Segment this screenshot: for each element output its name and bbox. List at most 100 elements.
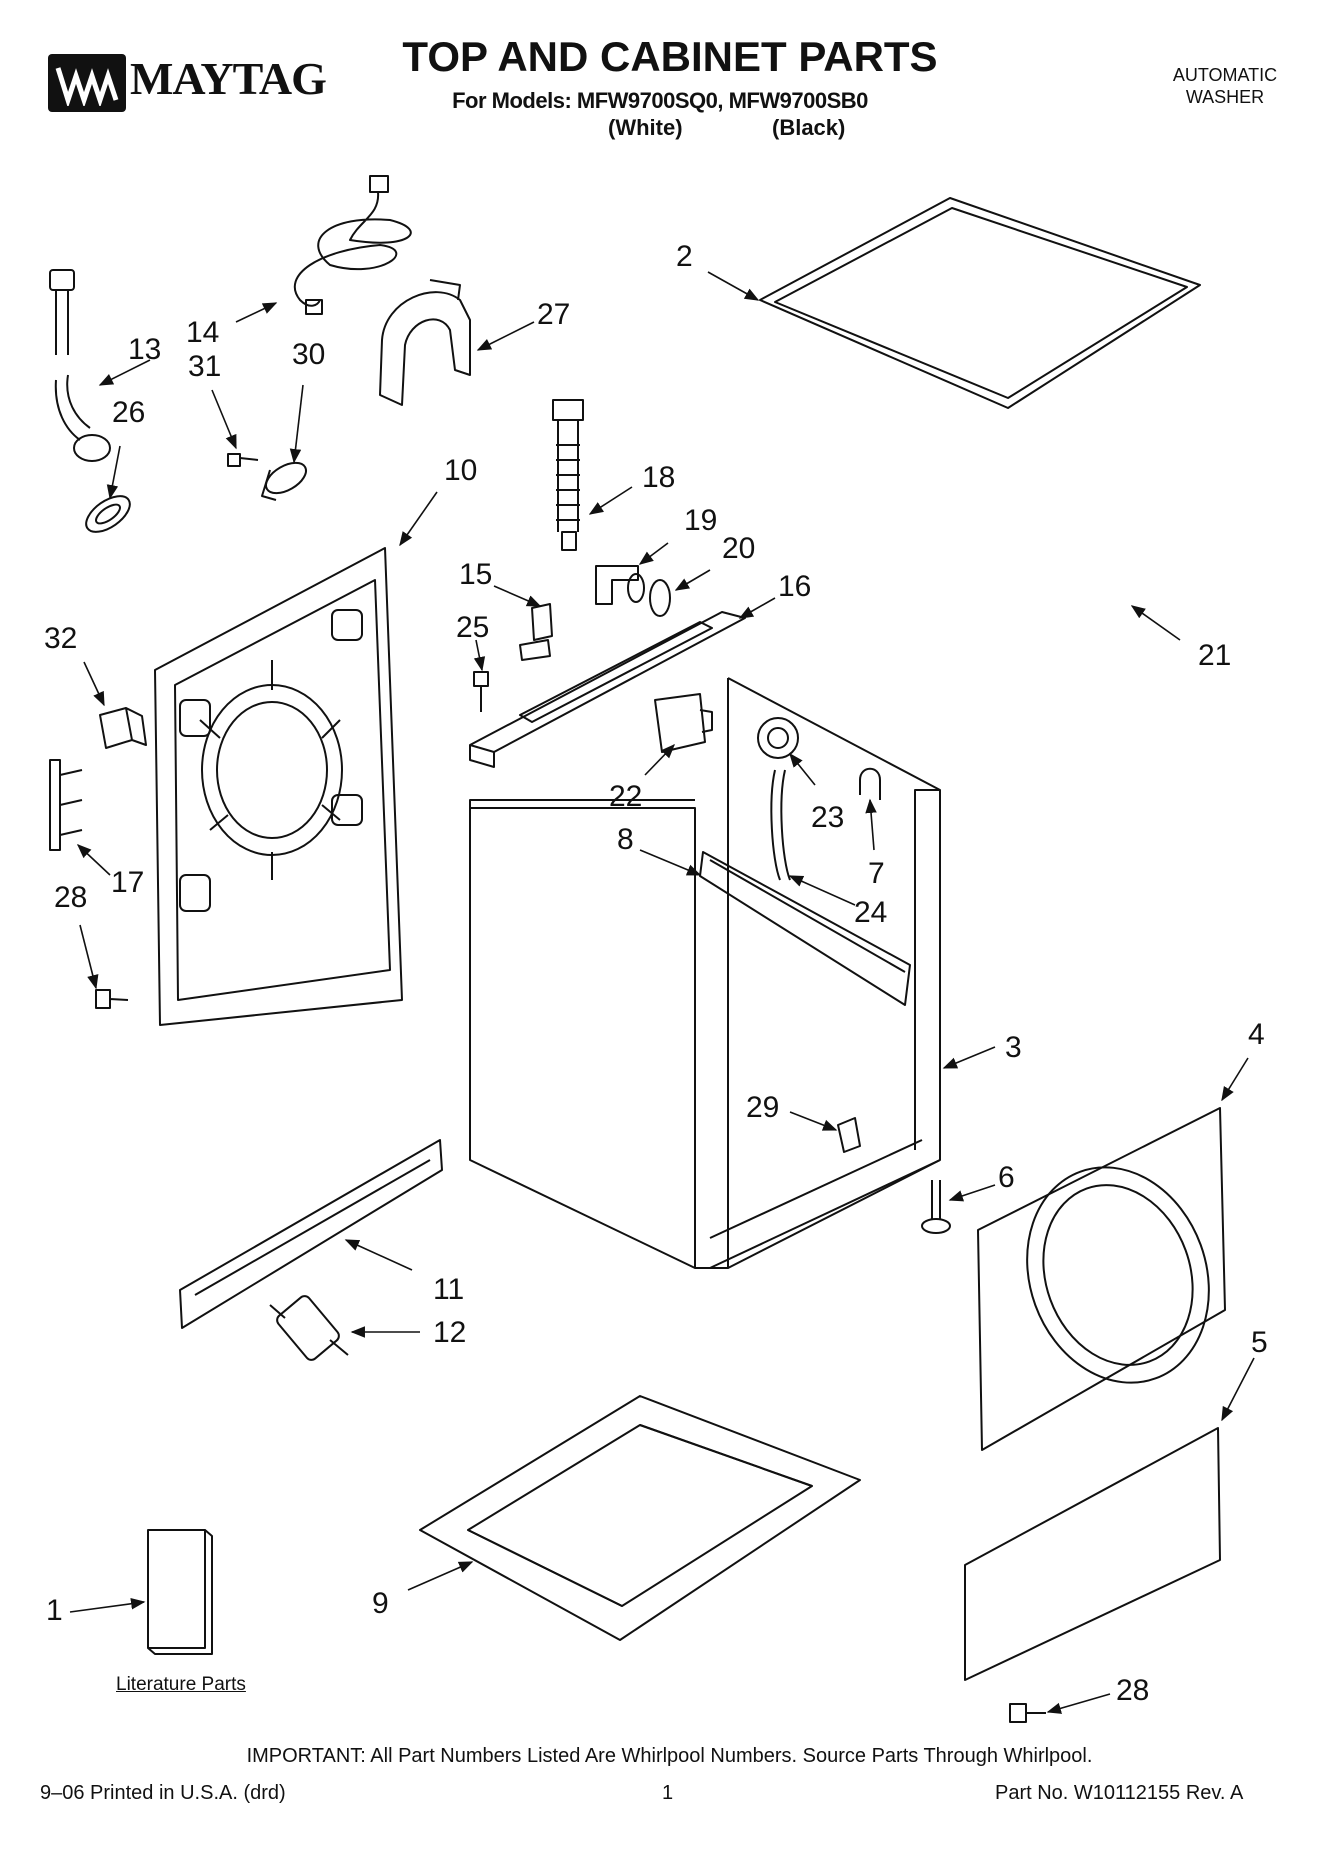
clip-part-7: [859, 767, 881, 800]
callout-14: 14: [186, 316, 220, 349]
leader-5: [1221, 1357, 1255, 1422]
leader-30: [289, 384, 304, 464]
elbow-part: [595, 565, 645, 605]
leader-11: [344, 1239, 413, 1271]
callout-2: 2: [676, 240, 693, 273]
base-pan-part: [419, 1395, 861, 1641]
hose-bracket-part: [379, 279, 471, 406]
callout-9: 9: [372, 1587, 389, 1620]
grommet-part: [85, 495, 131, 533]
rear-bracket-part: [179, 1139, 443, 1329]
print-info: 9–06 Printed in U.S.A. (drd): [40, 1782, 286, 1804]
block-part-32: [99, 707, 147, 749]
maytag-logo: MAYTAG: [48, 46, 327, 116]
callout-20: 20: [722, 532, 756, 565]
leader-22: [644, 743, 676, 776]
leader-13: [98, 359, 151, 386]
leader-20: [674, 569, 711, 591]
leader-1: [69, 1598, 146, 1613]
leader-32: [83, 661, 105, 707]
variant-black-label: (Black): [772, 115, 846, 140]
callout-17: 17: [111, 866, 145, 899]
callout-22: 22: [609, 780, 643, 813]
leveling-leg-part: [921, 1180, 951, 1234]
literature-parts-caption: Literature Parts: [116, 1674, 246, 1695]
product-type-line1: AUTOMATIC: [1172, 65, 1278, 85]
screw-part-25: [473, 671, 489, 712]
leader-29: [789, 1111, 838, 1131]
leader-31: [211, 389, 237, 450]
leader-24: [788, 875, 856, 906]
leader-2: [707, 271, 760, 301]
top-panel-part: [759, 197, 1201, 409]
leader-lines: [69, 271, 1255, 1714]
callout-12: 12: [433, 1316, 467, 1349]
screw-part-28a: [95, 989, 129, 1009]
callout-32: 32: [44, 622, 78, 655]
callout-27: 27: [537, 298, 571, 331]
front-panel-part: [977, 1107, 1226, 1451]
toe-panel-part: [964, 1427, 1221, 1681]
important-notice: IMPORTANT: All Part Numbers Listed Are W…: [246, 1745, 1093, 1767]
leader-8: [639, 849, 702, 876]
clip-part-15: [519, 603, 553, 661]
callout-24: 24: [854, 896, 888, 929]
callout-10: 10: [444, 454, 478, 487]
callout-13: 13: [128, 333, 162, 366]
top-channel-part: [469, 611, 746, 768]
callout-15: 15: [459, 558, 493, 591]
models-line: For Models: MFW9700SQ0, MFW9700SB0: [452, 88, 868, 113]
literature-part: [147, 1529, 213, 1655]
callout-7: 7: [868, 857, 885, 890]
leader-23: [789, 752, 816, 786]
power-cord-part: [293, 175, 412, 315]
clamp-part-30: [261, 461, 307, 501]
page-title: TOP AND CABINET PARTS: [402, 33, 938, 80]
leader-6: [948, 1184, 996, 1202]
leader-7: [865, 798, 877, 851]
leader-3: [942, 1046, 996, 1069]
pressure-switch-part: [757, 717, 799, 759]
page-number: 1: [662, 1782, 674, 1804]
callout-31: 31: [188, 350, 222, 383]
product-type-line2: WASHER: [1185, 87, 1265, 107]
clamp-part-20: [649, 579, 671, 617]
cabinet-part: [469, 677, 941, 1269]
callout-29: 29: [746, 1091, 780, 1124]
leader-25: [473, 639, 486, 672]
callout-11: 11: [433, 1273, 465, 1306]
damper-part: [269, 1295, 349, 1361]
callout-8: 8: [617, 823, 634, 856]
leader-26: [106, 445, 121, 500]
fill-hose-part: [552, 399, 584, 551]
leader-17: [76, 844, 111, 876]
inlet-hose-part: [49, 269, 111, 462]
leader-10: [399, 491, 438, 547]
leader-27: [476, 321, 535, 351]
callout-30: 30: [292, 338, 326, 371]
screw-part-28b: [1009, 1703, 1046, 1723]
callout-21: 21: [1198, 639, 1232, 672]
screw-part-31: [227, 453, 259, 467]
leader-15: [493, 585, 542, 607]
leader-9: [407, 1561, 474, 1591]
brand-name: MAYTAG: [130, 53, 327, 104]
callout-19: 19: [684, 504, 718, 537]
callout-25: 25: [456, 611, 490, 644]
tube-part-24: [770, 769, 791, 881]
leader-28b: [1046, 1693, 1111, 1714]
maytag-badge-icon: [48, 54, 126, 112]
leader-19: [638, 542, 669, 565]
variant-white-label: (White): [608, 115, 683, 140]
leader-21: [1130, 605, 1181, 641]
switch-part: [654, 693, 713, 753]
leader-18: [588, 486, 633, 515]
part-number: Part No. W10112155 Rev. A: [995, 1782, 1244, 1804]
leader-4: [1221, 1057, 1249, 1102]
callout-6: 6: [998, 1161, 1015, 1194]
callout-28-right: 28: [1116, 1674, 1150, 1707]
callout-26: 26: [112, 396, 146, 429]
callout-23: 23: [811, 801, 845, 834]
callout-16: 16: [778, 570, 812, 603]
